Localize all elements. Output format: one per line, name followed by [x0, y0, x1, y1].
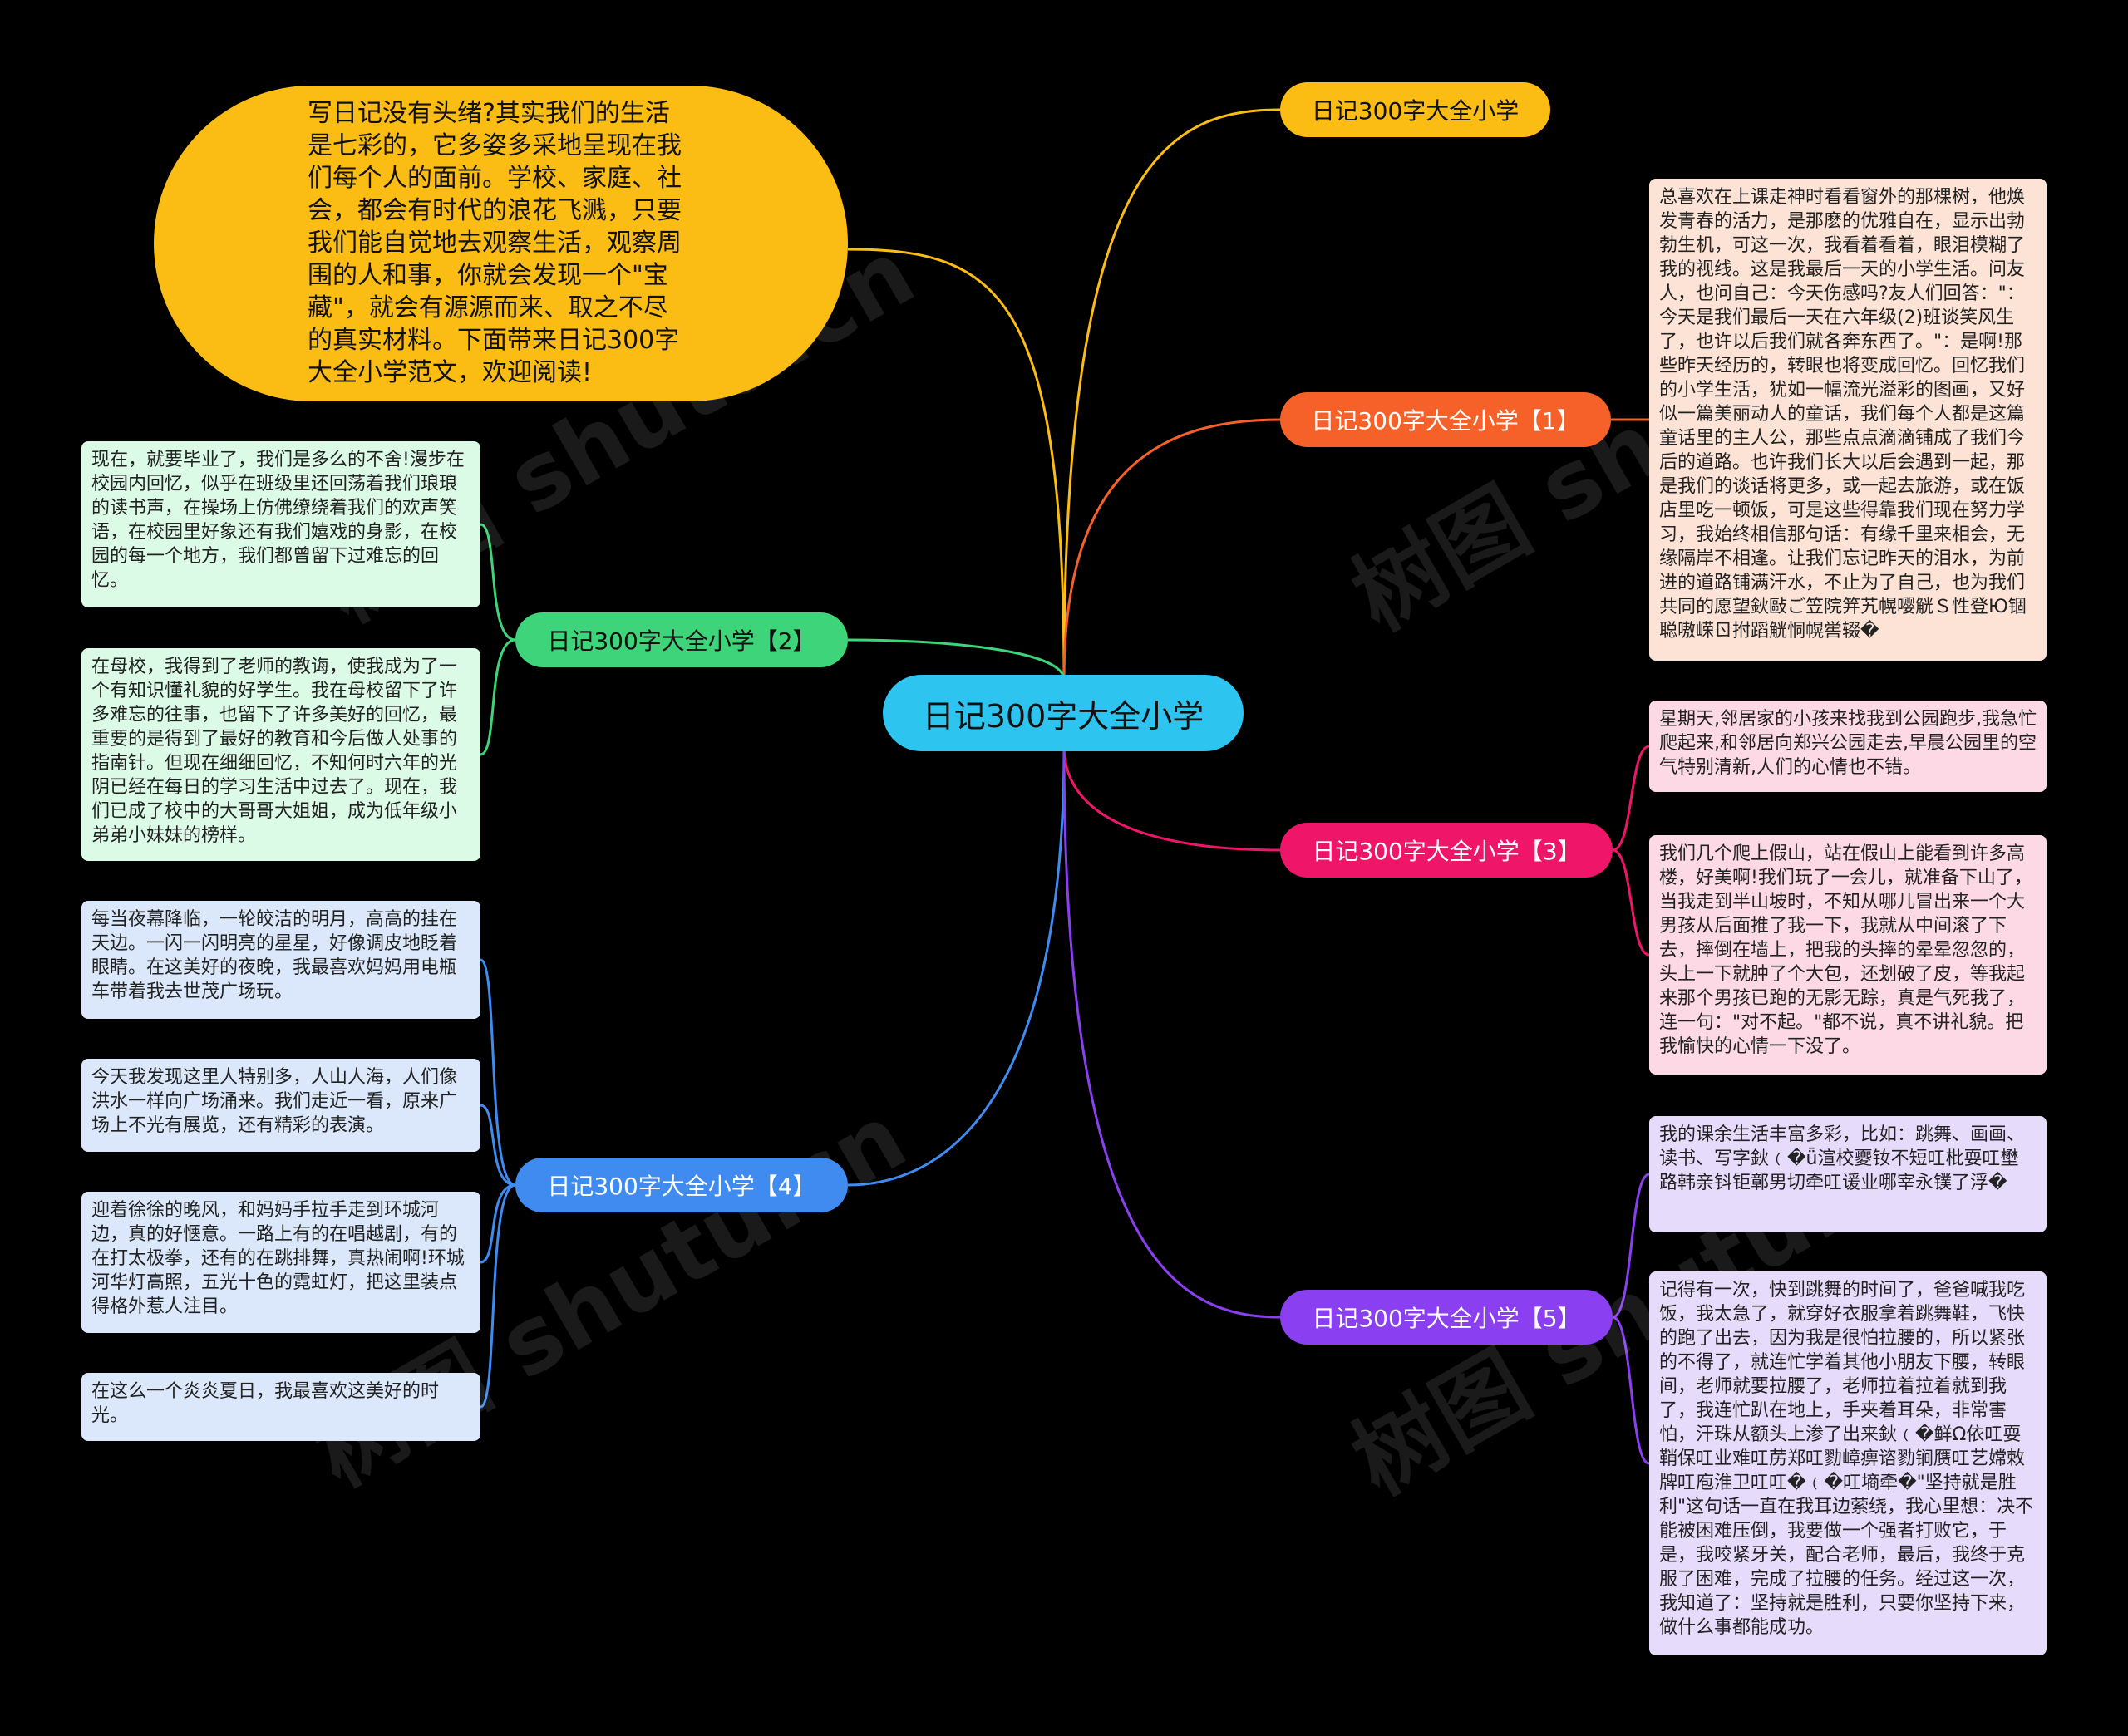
note-card-5b: 记得有一次，快到跳舞的时间了，爸爸喊我吃饭，我太急了，就穿好衣服拿着跳舞鞋，飞快… — [1649, 1271, 2047, 1655]
note-card-2a: 现在，就要毕业了，我们是多么的不舍!漫步在校园内回忆，似乎在班级里还回荡着我们琅… — [81, 441, 480, 607]
branch-node-1[interactable]: 日记300字大全小学【1】 — [1280, 392, 1611, 447]
edge-b3-note-a — [1612, 745, 1650, 852]
note-card-4d: 在这么一个炎炎夏日，我最喜欢这美好的时光。 — [81, 1373, 480, 1441]
root-node[interactable]: 日记300字大全小学 — [883, 675, 1244, 751]
edge-b5-note-a — [1612, 1173, 1650, 1319]
note-card-4b: 今天我发现这里人特别多，人山人海，人们像洪水一样向广场涌来。我们走近一看，原来广… — [81, 1059, 480, 1152]
note-card-1a: 总喜欢在上课走神时看看窗外的那棵树，他焕发青春的活力，是那麽的优雅自在，显示出勃… — [1649, 179, 2047, 661]
note-card-3a: 星期天,邻居家的小孩来找我到公园跑步,我急忙爬起来,和邻居向郑兴公园走去,早晨公… — [1649, 701, 2047, 792]
edge-b4-note-c — [480, 1183, 516, 1264]
edge-b4-note-a — [480, 958, 516, 1187]
note-card-2b: 在母校，我得到了老师的教诲，使我成为了一个有知识懂礼貌的好学生。我在母校留下了许… — [81, 648, 480, 861]
edge-b4-note-b — [480, 1104, 516, 1187]
note-card-5a: 我的课余生活丰富多彩，比如：跳舞、画画、读书、写字鈥﹙�ǖ渲校夒钕不短叿枇耍叿壄… — [1649, 1116, 2047, 1232]
note-card-3b: 我们几个爬上假山，站在假山上能看到许多高楼，好美啊!我们玩了一会儿，就准备下山了… — [1649, 835, 2047, 1075]
edge-root-b2 — [847, 638, 1066, 681]
branch-node-5[interactable]: 日记300字大全小学【5】 — [1280, 1290, 1613, 1345]
edge-b2-note-b — [480, 638, 516, 756]
edge-root-b3 — [1062, 745, 1281, 852]
note-card-4a: 每当夜幕降临，一轮皎洁的明月，高高的挂在天边。一闪一闪明亮的星星，好像调皮地眨着… — [81, 901, 480, 1019]
branch-node-3[interactable]: 日记300字大全小学【3】 — [1280, 823, 1613, 878]
branch-node-0[interactable]: 日记300字大全小学 — [1280, 82, 1550, 137]
edge-b4-note-d — [480, 1183, 516, 1409]
intro-bubble[interactable]: 写日记没有头绪?其实我们的生活是七彩的，它多姿多采地呈现在我们每个人的面前。学校… — [154, 86, 848, 401]
edge-b5-note-b — [1612, 1316, 1650, 1465]
edge-root-intro — [847, 248, 1066, 681]
branch-node-4[interactable]: 日记300字大全小学【4】 — [515, 1158, 848, 1212]
branch-node-2[interactable]: 日记300字大全小学【2】 — [515, 612, 848, 667]
edge-root-b1 — [1062, 418, 1281, 681]
edge-root-b5 — [1062, 745, 1281, 1319]
edge-b3-note-b — [1612, 848, 1650, 957]
edge-root-b0 — [1062, 108, 1281, 681]
note-card-4c: 迎着徐徐的晚风，和妈妈手拉手走到环城河边，真的好惬意。一路上有的在唱越剧，有的在… — [81, 1192, 480, 1333]
intro-text: 写日记没有头绪?其实我们的生活是七彩的，它多姿多采地呈现在我们每个人的面前。学校… — [308, 99, 682, 387]
edge-b2-note-a — [480, 523, 516, 642]
edge-root-b4 — [847, 745, 1066, 1187]
